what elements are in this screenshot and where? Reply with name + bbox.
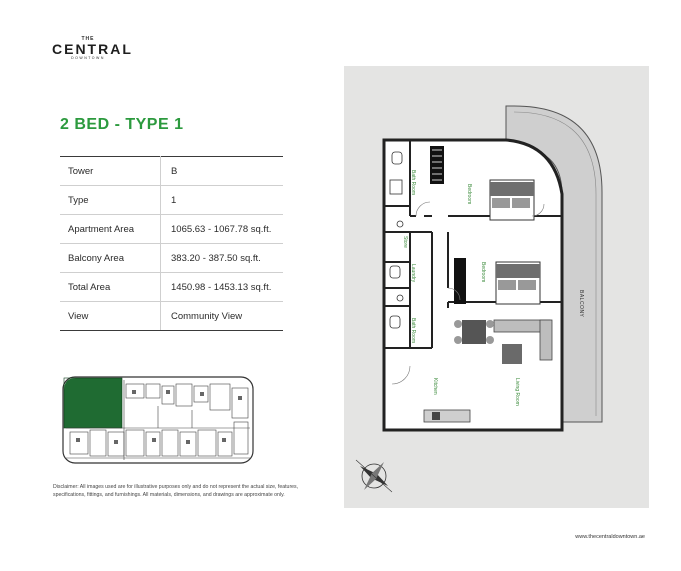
table-row: View Community View [60, 301, 283, 331]
disclaimer-text: Disclaimer: All images used are for illu… [53, 484, 299, 498]
bed-2 [495, 261, 541, 305]
spec-value: 1450.98 - 1453.13 sq.ft. [160, 272, 283, 302]
key-plan-highlight [64, 378, 122, 428]
table-row: Apartment Area 1065.63 - 1067.78 sq.ft. [60, 214, 283, 244]
room-label-bedroom-1: Bedroom [466, 184, 472, 204]
sofa [493, 319, 553, 361]
brand-logo: THE CENTRAL DOWNTOWN [52, 36, 133, 60]
room-label-bath-2: Bath Room [410, 318, 416, 343]
spec-value: Community View [160, 301, 283, 331]
table-row: Type 1 [60, 185, 283, 215]
key-plan-image [62, 376, 254, 464]
coffee-table [502, 344, 522, 364]
kitchen-counter [423, 409, 471, 423]
table-row: Tower B [60, 156, 283, 186]
logo-the: THE [81, 36, 95, 42]
logo-subtitle: DOWNTOWN [71, 56, 105, 60]
spec-label: Balcony Area [60, 243, 161, 273]
unit-type-title: 2 BED - TYPE 1 [60, 116, 184, 133]
unit-spec-table: Tower B Type 1 Apartment Area 1065.63 - … [60, 156, 283, 331]
key-plan-fixtures [76, 390, 242, 444]
spec-label: View [60, 301, 161, 331]
room-label-laundry: Laundry [410, 264, 416, 283]
website-url: www.thecentraldowntown.ae [575, 534, 645, 540]
room-label-balcony: BALCONY [578, 290, 584, 318]
room-label-living: Living Room [514, 378, 520, 406]
spec-value: 1 [160, 185, 283, 215]
spec-label: Type [60, 185, 161, 215]
table-row: Total Area 1450.98 - 1453.13 sq.ft. [60, 272, 283, 302]
table-row: Balcony Area 383.20 - 387.50 sq.ft. [60, 243, 283, 273]
dining-set [454, 320, 494, 344]
room-label-bath-1: Bath Room [410, 170, 416, 195]
door-swings [391, 201, 545, 385]
floor-plan-image: Bedroom Bedroom Bath Room Bath Room Laun… [355, 105, 603, 493]
bed-1 [489, 179, 535, 221]
spec-label: Tower [60, 156, 161, 186]
room-label-store: Store [402, 236, 408, 248]
key-plan-units [66, 380, 250, 460]
room-label-kitchen: Kitchen [432, 378, 438, 395]
spec-value: B [160, 156, 283, 186]
floor-plan-panel: Bedroom Bedroom Bath Room Bath Room Laun… [344, 66, 649, 508]
north-arrow-icon [355, 459, 393, 493]
bath-fixtures [389, 151, 404, 329]
spec-value: 383.20 - 387.50 sq.ft. [160, 243, 283, 273]
spec-label: Total Area [60, 272, 161, 302]
spec-value: 1065.63 - 1067.78 sq.ft. [160, 214, 283, 244]
logo-name: CENTRAL [52, 41, 133, 57]
room-label-bedroom-2: Bedroom [480, 262, 486, 282]
spec-label: Apartment Area [60, 214, 161, 244]
